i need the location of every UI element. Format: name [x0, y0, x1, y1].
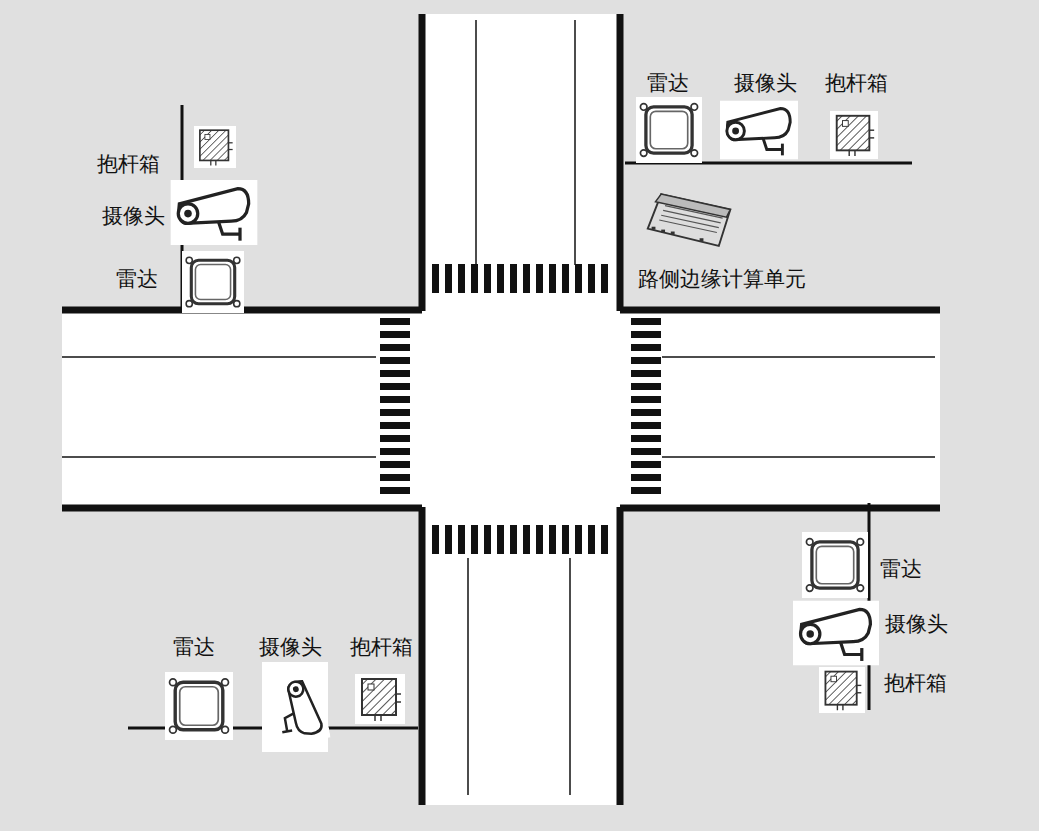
camera-icon	[171, 180, 258, 245]
device-label: 摄像头	[102, 205, 165, 228]
device-label: 抱杆箱	[884, 672, 947, 695]
device-label: 路侧边缘计算单元	[638, 268, 806, 291]
radar-icon	[636, 97, 702, 163]
pole	[128, 105, 912, 728]
pole-box-icon	[355, 674, 405, 724]
device-label: 抱杆箱	[350, 636, 413, 659]
camera-icon	[793, 601, 879, 666]
radar-icon	[165, 672, 233, 740]
device-label: 摄像头	[885, 613, 948, 636]
edge-unit-icon	[648, 194, 731, 246]
device-label: 雷达	[880, 558, 922, 581]
crosswalk	[380, 264, 661, 554]
device-label: 抱杆箱	[97, 153, 160, 176]
road-edge	[62, 14, 940, 805]
device-label: 雷达	[116, 268, 158, 291]
radar-icon	[802, 532, 868, 598]
camera-icon	[720, 101, 798, 160]
pole-box-icon	[819, 667, 865, 713]
radar-icon	[182, 251, 244, 313]
camera-icon	[262, 662, 331, 752]
device-label: 雷达	[173, 636, 215, 659]
device-label: 摄像头	[259, 636, 322, 659]
pole-box-icon	[194, 126, 236, 168]
device-label: 摄像头	[734, 72, 797, 95]
device-label: 抱杆箱	[825, 72, 888, 95]
lane-line	[62, 20, 935, 795]
road-surface	[62, 14, 940, 805]
device-label: 雷达	[647, 72, 689, 95]
pole-box-icon	[830, 111, 878, 159]
